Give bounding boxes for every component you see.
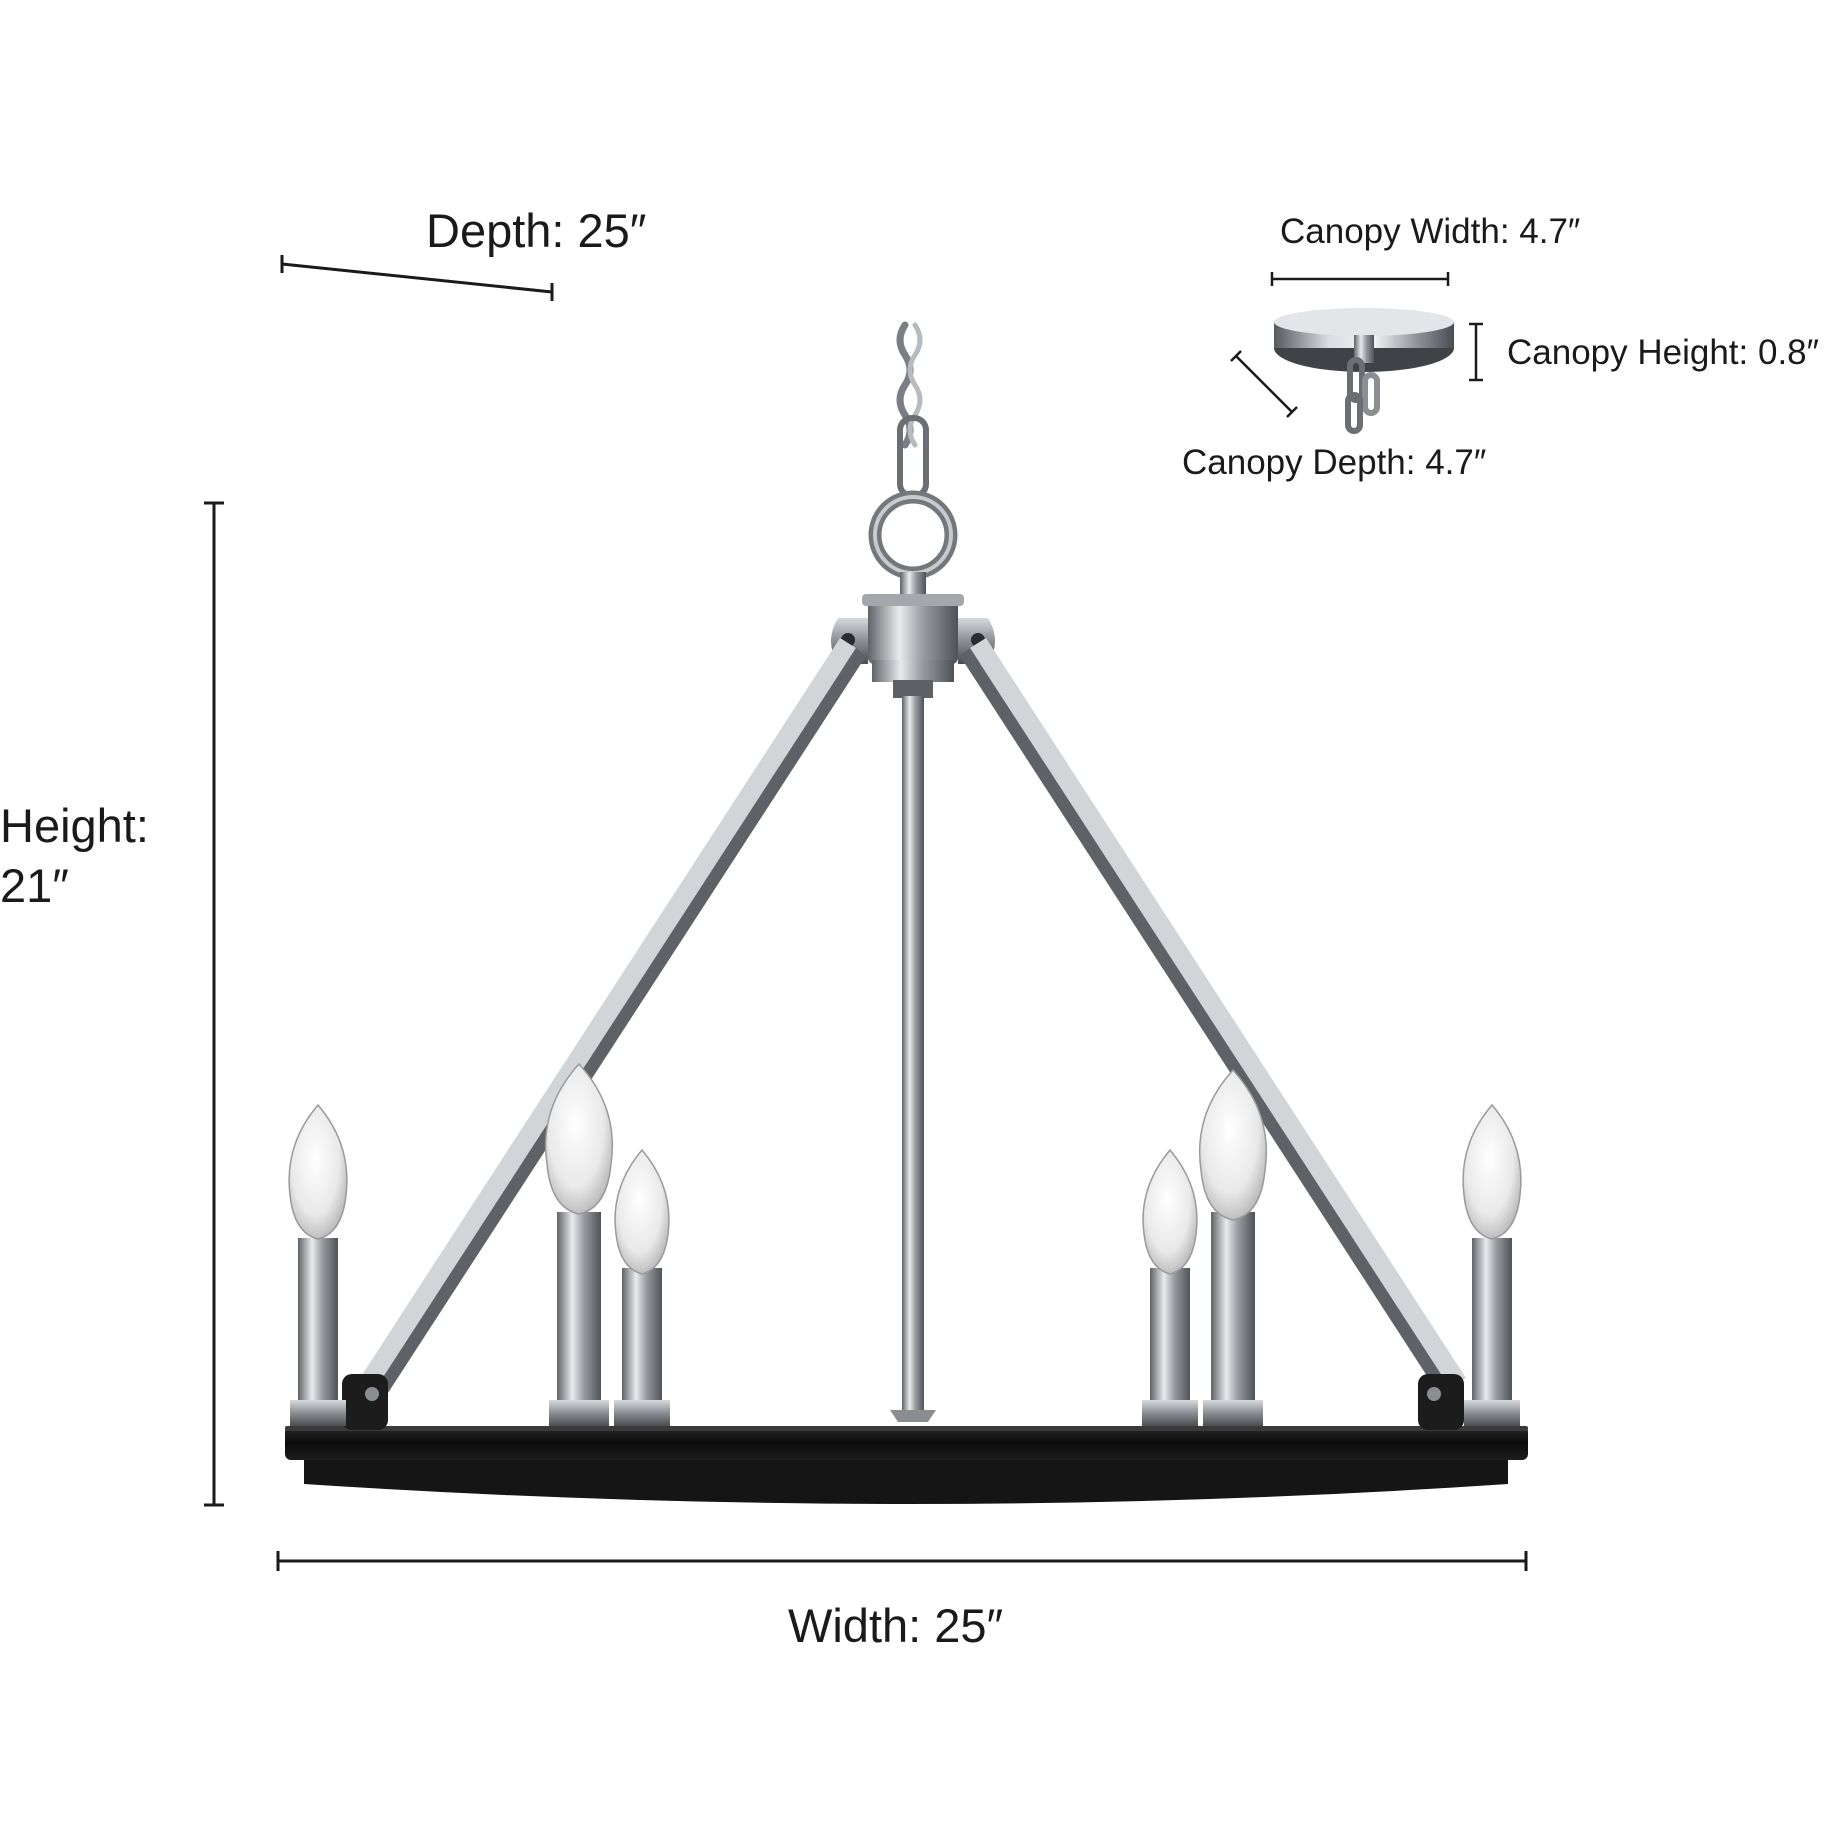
hanging-loop <box>868 490 958 602</box>
height-dimension-line <box>204 501 224 1507</box>
canopy-height-label: Canopy Height: 0.8″ <box>1507 333 1820 372</box>
bulb-3 <box>614 1148 670 1426</box>
depth-label: Depth: 25″ <box>426 204 647 257</box>
canopy-width-label: Canopy Width: 4.7″ <box>1280 212 1581 251</box>
bulb-4 <box>1142 1148 1198 1426</box>
bulb-5 <box>1198 1068 1268 1426</box>
depth-dimension-line <box>280 255 554 301</box>
bulb-6 <box>1462 1103 1522 1426</box>
support-arms <box>360 638 1466 1422</box>
bulb-1 <box>288 1103 348 1426</box>
width-label: Width: 25″ <box>788 1599 1004 1652</box>
bulb-2 <box>544 1062 614 1426</box>
black-ring <box>285 1374 1528 1504</box>
canopy-image <box>1274 308 1454 434</box>
center-hub <box>831 594 995 698</box>
canopy-height-dimension-line <box>1469 322 1483 382</box>
canopy-depth-label: Canopy Depth: 4.7″ <box>1182 443 1487 482</box>
height-label-line2: 21″ <box>0 859 69 912</box>
canopy-depth-dimension-line <box>1230 350 1298 418</box>
height-label-line1: Height: <box>0 799 149 852</box>
canopy-width-dimension-line <box>1270 272 1450 286</box>
width-dimension-line <box>276 1551 1528 1571</box>
chain <box>896 321 929 499</box>
bulbs <box>288 1062 1522 1426</box>
